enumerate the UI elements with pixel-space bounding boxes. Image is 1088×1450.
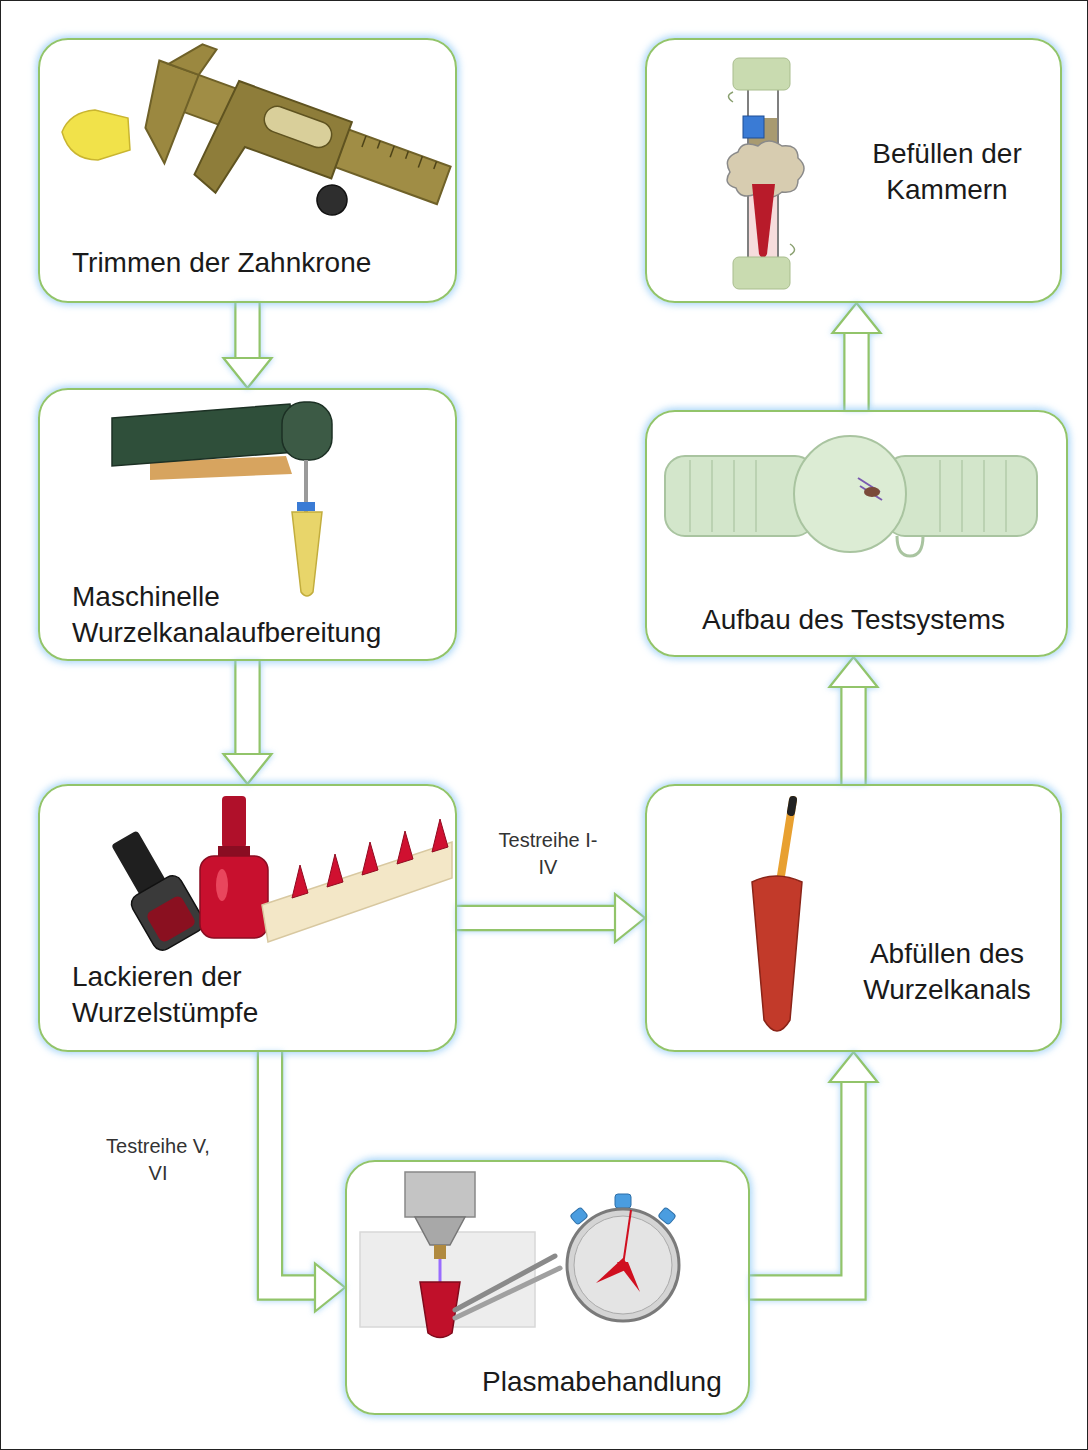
arrow-head	[830, 1052, 878, 1082]
arrow-shaft-outline	[234, 303, 260, 358]
arrow-shaft	[750, 1082, 854, 1288]
edge-label: Testreihe I-IV	[490, 826, 606, 882]
block-arrow	[833, 303, 881, 410]
arrow-shaft-outline	[750, 1082, 854, 1288]
box-label: Lackieren der Wurzelstümpfe	[72, 959, 292, 1031]
arrow-shaft-outline	[843, 333, 869, 410]
box-label: Abfüllen des Wurzelkanals	[842, 936, 1052, 1008]
box-label: Plasmabehandlung	[482, 1364, 737, 1400]
arrow-shaft-outline	[840, 687, 866, 784]
arrow-head	[224, 358, 272, 388]
box-label: Befüllen der Kammern	[852, 136, 1042, 208]
arrow-shaft	[846, 333, 868, 410]
test-system-illustration	[665, 436, 1037, 556]
block-arrow	[750, 1052, 878, 1288]
process-box: Maschinelle Wurzelkanalaufbereitung	[38, 388, 457, 661]
box-label: Aufbau des Testsystems	[647, 602, 1060, 638]
block-arrow	[270, 1052, 345, 1312]
arrow-head	[833, 303, 881, 333]
process-box: Abfüllen des Wurzelkanals	[645, 784, 1062, 1052]
arrow-head	[224, 754, 272, 784]
arrow-head	[830, 657, 878, 687]
plasma-illustration	[360, 1172, 560, 1338]
nail-polish-illustration	[100, 796, 452, 954]
block-arrow	[224, 661, 272, 784]
box-label: Trimmen der Zahnkrone	[72, 245, 442, 281]
arrow-shaft	[457, 907, 615, 929]
block-arrow	[457, 894, 645, 942]
chamber-illustration	[727, 58, 804, 289]
arrow-shaft-outline	[457, 905, 615, 931]
caliper-illustration	[62, 32, 461, 265]
arrow-shaft	[270, 1052, 315, 1288]
filled-root-illustration	[752, 800, 802, 1031]
arrow-shaft-outline	[234, 661, 260, 754]
process-box: Plasmabehandlung	[345, 1160, 750, 1415]
edge-label: Testreihe V, VI	[100, 1132, 216, 1188]
block-arrow	[224, 303, 272, 388]
arrow-shaft-outline	[270, 1052, 315, 1288]
process-box: Trimmen der Zahnkrone	[38, 38, 457, 303]
arrow-head	[615, 894, 645, 942]
process-box: Lackieren der Wurzelstümpfe	[38, 784, 457, 1052]
box-label: Maschinelle Wurzelkanalaufbereitung	[72, 579, 432, 651]
handpiece-illustration	[112, 402, 332, 596]
arrow-shaft	[237, 661, 259, 754]
arrow-shaft	[237, 303, 259, 358]
process-box: Aufbau des Testsystems	[645, 410, 1068, 657]
arrow-shaft	[843, 687, 865, 784]
block-arrow	[830, 657, 878, 784]
process-box: Befüllen der Kammern	[645, 38, 1062, 303]
arrow-head	[315, 1264, 345, 1312]
stopwatch-icon	[567, 1194, 679, 1321]
